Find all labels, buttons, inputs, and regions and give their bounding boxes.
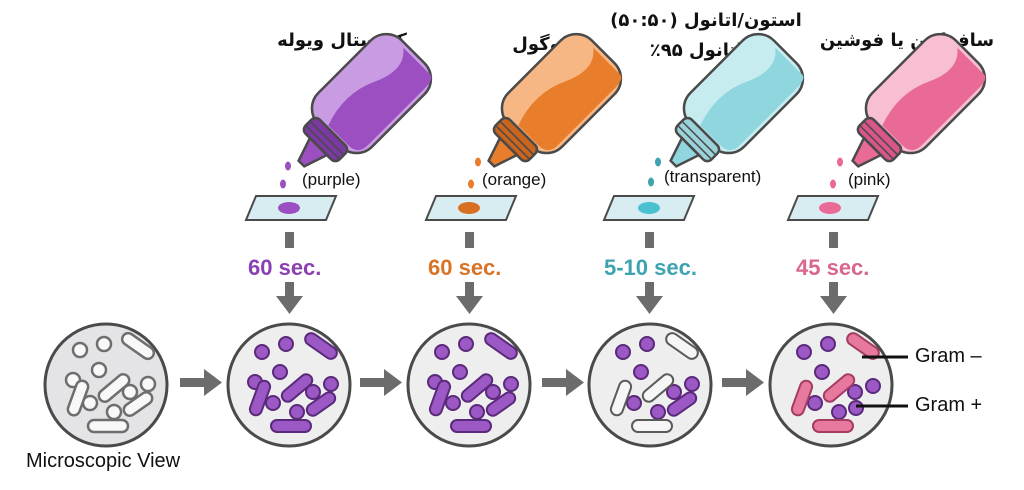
color-label-purple: (purple) bbox=[302, 170, 361, 189]
reagent-bottle-pink bbox=[851, 32, 987, 168]
microscopic-view-iodine bbox=[406, 322, 532, 448]
flow-arrow-2 bbox=[360, 369, 402, 396]
microscopic-view-crystal-violet bbox=[226, 322, 352, 448]
slide-orange bbox=[424, 195, 518, 221]
step-connector-4 bbox=[820, 232, 847, 314]
microscopic-view-decolorizer bbox=[587, 322, 713, 448]
microscopic-view-label: Microscopic View bbox=[26, 450, 181, 472]
flow-arrow-4 bbox=[722, 369, 764, 396]
microscopic-view-counterstain bbox=[768, 322, 894, 448]
drop-transparent-1 bbox=[655, 157, 661, 167]
drop-purple-2 bbox=[280, 179, 286, 189]
step-connector-1 bbox=[276, 232, 303, 314]
color-label-pink: (pink) bbox=[848, 170, 891, 189]
color-label-orange: (orange) bbox=[482, 170, 547, 189]
drop-purple-1 bbox=[285, 161, 291, 171]
slide-pink bbox=[786, 195, 880, 221]
drop-pink-1 bbox=[837, 157, 843, 167]
microscopic-view-unstained bbox=[43, 322, 169, 448]
time-label-step-4: 45 sec. bbox=[796, 255, 870, 280]
gram-negative-label: Gram – bbox=[915, 345, 982, 367]
time-label-step-2: 60 sec. bbox=[428, 255, 502, 280]
slide-purple bbox=[244, 195, 338, 221]
drop-pink-2 bbox=[830, 179, 836, 189]
drop-orange-1 bbox=[475, 157, 481, 167]
color-label-transparent: (transparent) bbox=[664, 167, 762, 186]
step-connector-3 bbox=[636, 232, 663, 314]
reagent-bottle-purple bbox=[297, 32, 433, 168]
reagent-title-3: استون/اتانول (۵۰:۵۰) bbox=[610, 10, 802, 31]
step-connector-2 bbox=[456, 232, 483, 314]
slide-transparent bbox=[602, 195, 696, 221]
time-label-step-1: 60 sec. bbox=[248, 255, 322, 280]
gram-positive-label: Gram + bbox=[915, 394, 983, 416]
drop-orange-2 bbox=[468, 179, 474, 189]
drop-transparent-2 bbox=[648, 177, 654, 187]
time-label-step-3: 5-10 sec. bbox=[604, 255, 697, 280]
reagent-bottle-transparent bbox=[669, 32, 805, 168]
reagent-bottle-orange bbox=[487, 32, 623, 168]
flow-arrow-1 bbox=[180, 369, 222, 396]
flow-arrow-3 bbox=[542, 369, 584, 396]
